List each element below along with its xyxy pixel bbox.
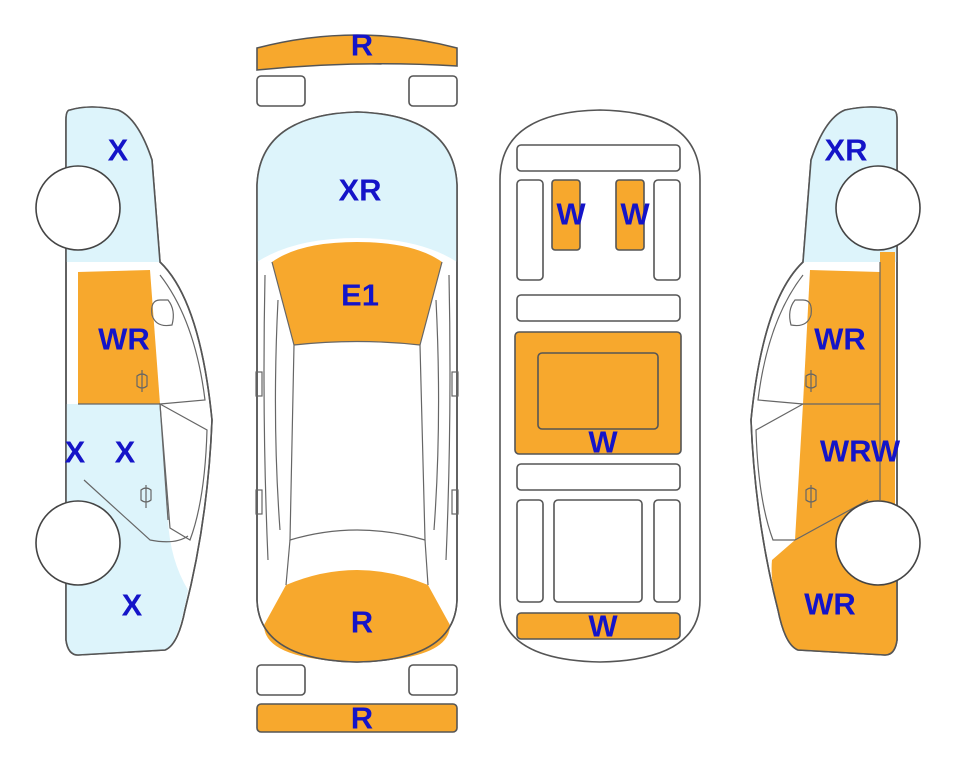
- taillight-left: [256, 664, 306, 696]
- floor-seat-left-panel: [552, 180, 580, 250]
- floor-seat-left-label: W: [556, 197, 586, 232]
- right-front-wheel: [835, 165, 921, 251]
- left-body-outline: [65, 106, 213, 656]
- left-rear-label: X: [122, 588, 143, 623]
- rear-bumper-panel: [257, 704, 457, 732]
- headlight-right: [408, 75, 458, 107]
- left-rear-wheel: [35, 500, 121, 586]
- left-lower-panel: [66, 404, 188, 655]
- left-front-door-label: WR: [98, 322, 150, 357]
- left-front-wheel: [35, 165, 121, 251]
- right-front-door-label: WR: [814, 322, 866, 357]
- floor-view: W W W W: [499, 109, 701, 663]
- top-view: R XR E1 R R: [255, 28, 459, 736]
- headlight-left: [256, 75, 306, 107]
- left-window-line: [159, 274, 206, 405]
- floor-seat-right-panel: [616, 180, 644, 250]
- floor-rear-panel: [517, 613, 680, 639]
- taillight-right: [408, 664, 458, 696]
- left-front-door-panel: [78, 270, 160, 404]
- floor-center-panel: [515, 332, 681, 454]
- rear-window-panel: [264, 570, 450, 662]
- left-side-view: X WR X X X: [35, 106, 213, 656]
- floor-rear-label: W: [588, 609, 618, 644]
- windshield-panel: [272, 242, 442, 345]
- left-lower-label-b: X: [115, 435, 136, 470]
- hood-label: XR: [338, 173, 381, 208]
- hood-panel: [257, 112, 457, 262]
- rear-bumper-label: R: [351, 701, 373, 736]
- right-rear-door-panel: [795, 252, 895, 540]
- left-top-label: X: [108, 133, 129, 168]
- front-bumper-panel: [257, 35, 457, 70]
- left-lower-label-a: X: [65, 435, 86, 470]
- left-rear-window: [159, 402, 208, 541]
- roof-outline: [289, 340, 426, 541]
- right-side-view: XR WR WRW WR: [750, 106, 921, 656]
- right-front-door-panel: [803, 270, 880, 404]
- floor-center-label: W: [588, 425, 618, 460]
- windshield-label: E1: [341, 278, 379, 313]
- left-mirror: [151, 299, 174, 327]
- right-rear-label: WR: [804, 587, 856, 622]
- rear-window-label: R: [351, 605, 373, 640]
- right-rear-wheel: [835, 500, 921, 586]
- floor-seat-right-label: W: [620, 197, 650, 232]
- right-rear-door-label: WRW: [820, 434, 901, 469]
- right-top-label: XR: [824, 133, 867, 168]
- front-bumper-label: R: [351, 28, 373, 63]
- floor-outline: [499, 109, 701, 663]
